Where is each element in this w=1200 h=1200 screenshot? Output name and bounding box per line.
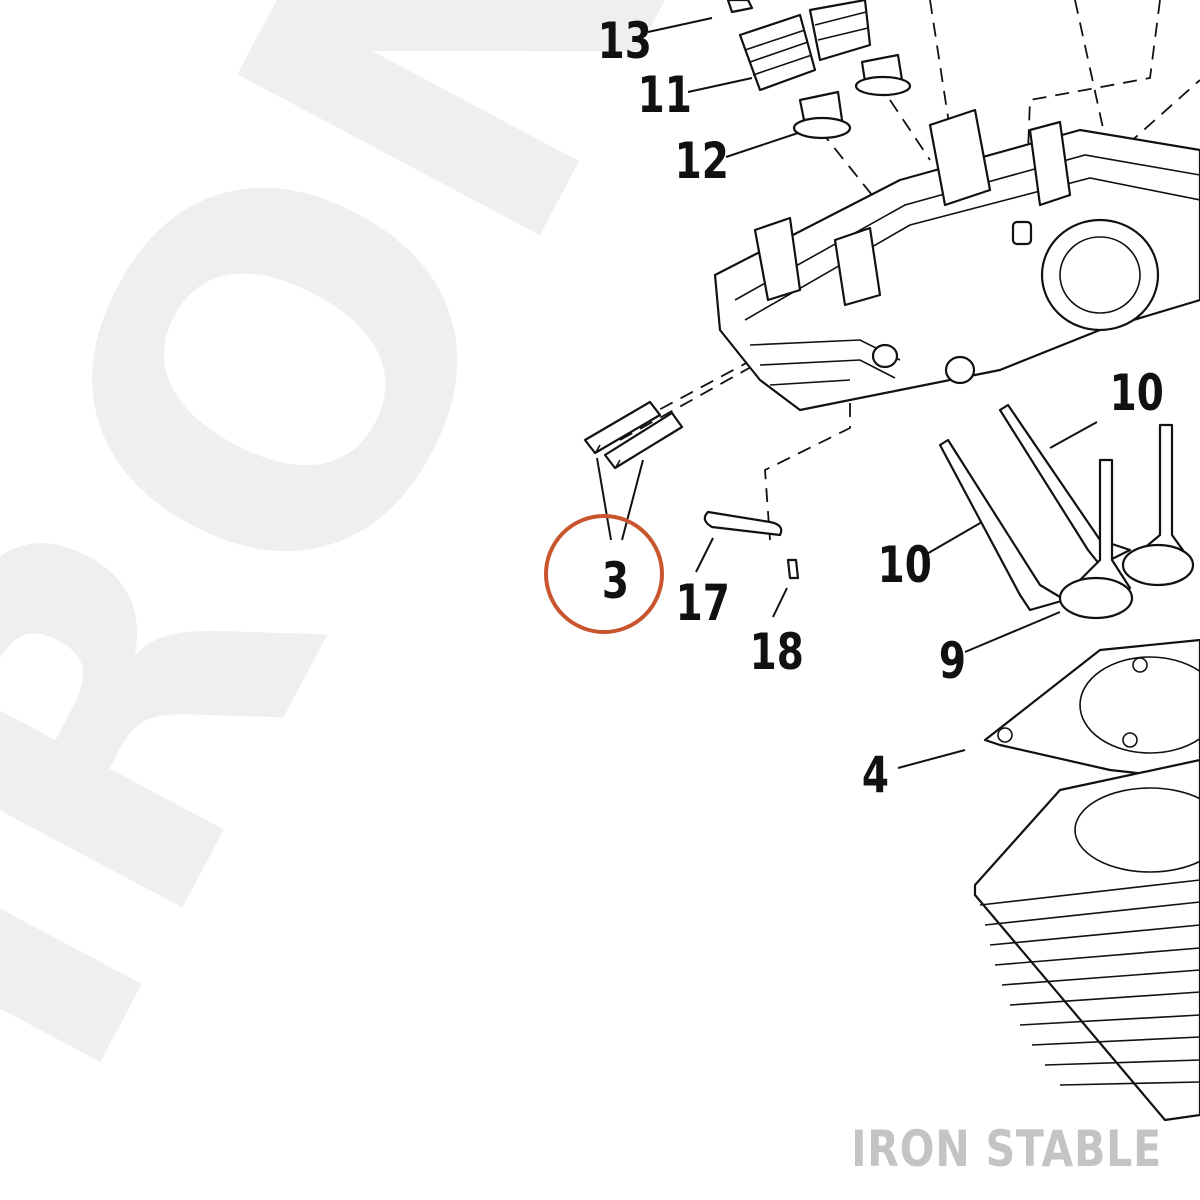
callout-4: 4 (862, 745, 889, 804)
part-17-plug (703, 510, 783, 537)
callout-13: 13 (598, 11, 652, 70)
part-18-screw (786, 558, 800, 580)
cylinder-head (713, 108, 1200, 412)
callout-9: 9 (939, 631, 966, 690)
part-4-head-gasket (983, 638, 1200, 782)
callout-10-upper: 10 (1110, 363, 1164, 422)
callout-10-lower: 10 (878, 535, 932, 594)
cylinder (973, 758, 1200, 1122)
callout-18: 18 (750, 622, 804, 681)
brand-logo-text: IRON STABLE (851, 1120, 1162, 1178)
valve-springs (726, 0, 912, 140)
callout-11: 11 (638, 65, 692, 124)
callout-labels: 13 11 12 10 10 3 17 18 9 4 (598, 11, 1164, 804)
part-3-dowel-pins (583, 400, 684, 470)
callout-12: 12 (675, 131, 729, 190)
callout-3: 3 (602, 551, 629, 610)
highlight-ring-part-3 (544, 514, 664, 634)
callout-17: 17 (676, 573, 730, 632)
part-10-valves (938, 403, 1195, 620)
leader-lines (596, 17, 1098, 769)
